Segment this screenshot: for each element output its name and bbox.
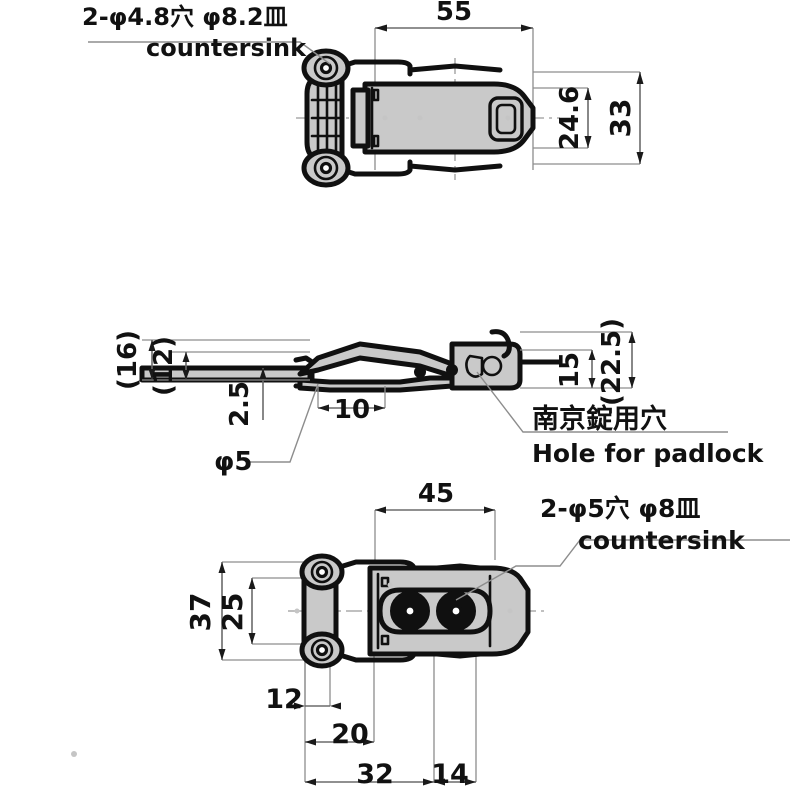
- side-pivot-pin-1: [414, 366, 426, 378]
- arrow-45-left: [375, 506, 386, 514]
- mount-hole-upper: [319, 61, 333, 75]
- arrow-32-left: [305, 778, 316, 786]
- bottom-countersink-lower: [310, 638, 334, 662]
- arrow-10-right: [374, 404, 385, 412]
- dim-label-20: 20: [331, 719, 369, 750]
- dim-label-25b: 25: [216, 593, 249, 632]
- bottom-view-group: [218, 506, 790, 786]
- dim-label-15: 15: [555, 352, 585, 388]
- dim-label-10: 10: [334, 395, 370, 425]
- bottom-hole-left: [403, 604, 417, 618]
- bottom-body-notch-upper: [380, 576, 390, 588]
- note-padlock-en: Hole for padlock: [532, 439, 765, 468]
- top-latch-body-tab: [350, 87, 371, 149]
- dim-label-246: 24.6: [555, 86, 585, 150]
- bottom-hole-right: [449, 604, 463, 618]
- arrow-20-left: [305, 738, 316, 746]
- arrow-15-top: [588, 350, 596, 360]
- bail-wire-cross-top: [407, 63, 503, 73]
- mount-hole-lower: [319, 161, 333, 175]
- arrow-37-bot: [218, 649, 226, 660]
- arrow-33-top: [636, 72, 644, 84]
- note-phi5: φ5: [214, 447, 252, 477]
- leader-phi5: [246, 383, 319, 463]
- speck-bottom-3: [294, 608, 300, 614]
- bail-wire-cross-bottom: [407, 163, 503, 173]
- arrow-55-right: [521, 24, 533, 32]
- bail-wire-upper: [327, 59, 413, 77]
- scan-artifact-speck: [71, 751, 77, 757]
- body-notch-upper: [372, 88, 380, 102]
- dim-label-33: 33: [604, 99, 637, 138]
- leader-bottom-countersink: [455, 539, 790, 601]
- bottom-mount-hole-lower: [315, 643, 329, 657]
- dim-label-2-5: 2.5: [225, 381, 255, 427]
- arrow-15-bot: [588, 378, 596, 388]
- side-padlock-hole: [465, 354, 484, 378]
- arrow-20-right: [363, 738, 374, 746]
- leader-top-countersink: [88, 41, 331, 65]
- arrow-246-bot: [584, 136, 592, 148]
- arrow-45-right: [484, 506, 495, 514]
- side-lower-link: [297, 375, 455, 393]
- dim-label-12b: 12: [265, 684, 303, 715]
- arrow-12b-left: [294, 702, 305, 710]
- top-view-group: [88, 24, 644, 188]
- leader-padlock-hole: [476, 371, 728, 433]
- arrow-225-bot: [628, 377, 636, 388]
- arrow-14-left: [434, 778, 445, 786]
- side-view-group: [139, 329, 728, 463]
- dim-label-14: 14: [431, 759, 469, 790]
- side-pivot-circle: [481, 355, 503, 377]
- bottom-mount-hole-upper: [315, 565, 329, 579]
- note-bottom-countersink-line2: countersink: [578, 526, 746, 555]
- dim-label-16: (16): [113, 330, 143, 390]
- arrow-246-top: [584, 88, 592, 100]
- countersink-ring-lower: [313, 155, 339, 181]
- arrow-16-bot: [148, 369, 156, 380]
- arrow-33-bot: [636, 152, 644, 164]
- side-pivot-pin-2: [446, 364, 458, 376]
- dim-label-32: 32: [356, 759, 394, 790]
- speck-top-2: [417, 115, 423, 121]
- arrow-25b-bot: [248, 633, 256, 644]
- arrow-55-left: [375, 24, 387, 32]
- bottom-countersink-upper: [310, 560, 334, 584]
- body-notch-lower: [372, 134, 380, 148]
- arrow-25b-top: [248, 578, 256, 589]
- arrow-225-top: [628, 332, 636, 343]
- arrow-12b-right: [330, 702, 341, 710]
- note-padlock-jp: 南京錠用穴: [532, 403, 667, 435]
- note-bottom-countersink-line1: 2-φ5穴 φ8皿: [540, 494, 700, 523]
- arrow-12-top: [182, 352, 190, 362]
- arrow-37-top: [218, 562, 226, 573]
- dim-label-12: (12): [149, 336, 179, 396]
- arrow-12-bot: [182, 370, 190, 380]
- top-padlock-slot-inner: [495, 103, 517, 135]
- countersink-ring-upper: [313, 55, 339, 81]
- arrow-16-top: [148, 340, 156, 351]
- speck-top-1: [382, 115, 388, 121]
- arrow-14-right: [465, 778, 476, 786]
- arrow-25-top: [259, 368, 267, 379]
- arrow-32-right: [423, 778, 434, 786]
- bottom-body-notch-lower: [380, 634, 390, 646]
- note-top-countersink-line2: countersink: [146, 34, 307, 62]
- arrow-10-left: [318, 404, 329, 412]
- dim-label-225: (22.5): [597, 318, 627, 406]
- dim-label-45: 45: [418, 479, 454, 509]
- speck-bottom-2: [507, 608, 513, 614]
- note-top-countersink-line1: 2-φ4.8穴 φ8.2皿: [82, 3, 288, 31]
- bail-wire-lower: [327, 159, 413, 177]
- side-lever-arm: [297, 341, 455, 379]
- speck-bottom-1: [387, 582, 393, 588]
- speck-top-3: [505, 115, 511, 121]
- side-keeper-hook: [489, 329, 512, 359]
- dim-label-55: 55: [436, 0, 472, 27]
- dim-label-37: 37: [184, 593, 217, 632]
